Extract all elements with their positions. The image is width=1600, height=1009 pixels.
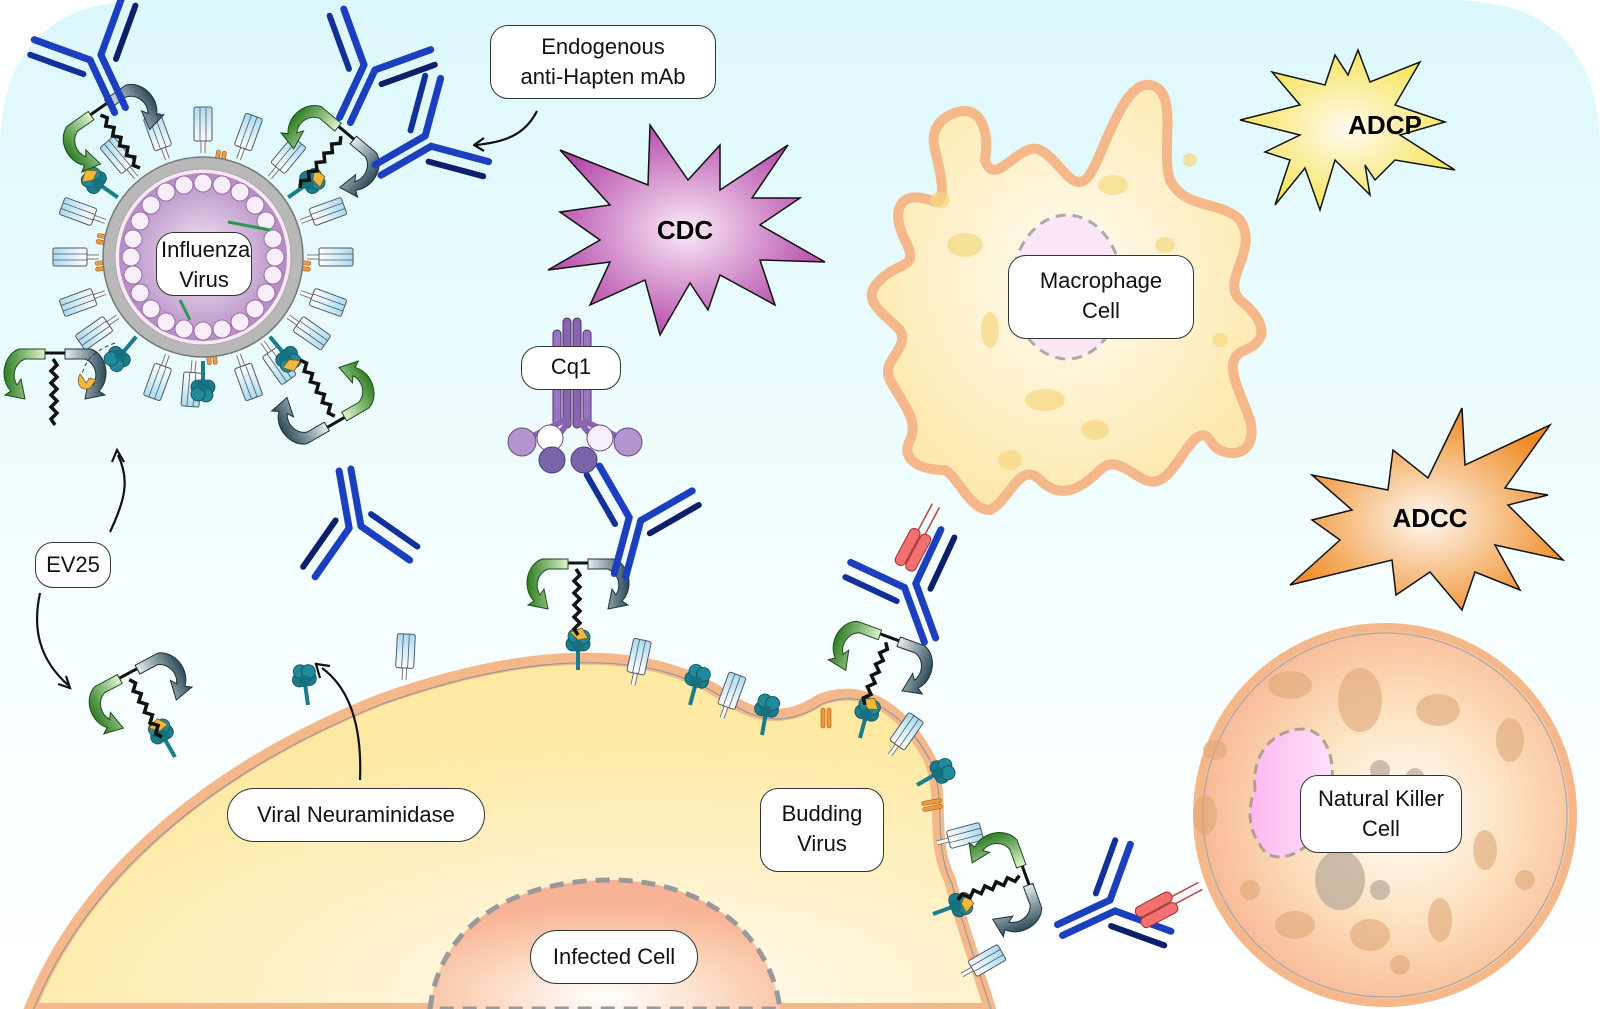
arrow-neuraminidase xyxy=(321,667,362,781)
label-cq1: Cq1 xyxy=(521,346,621,390)
adcc-label: ADCC xyxy=(1392,503,1468,533)
label-viral-neuraminidase: Viral Neuraminidase xyxy=(227,788,485,842)
nk-cell xyxy=(1193,623,1577,1007)
ev25-dashed-link xyxy=(81,342,116,376)
label-endogenous-mab: Endogenous anti-Hapten mAb xyxy=(490,25,716,99)
adcp-burst xyxy=(1239,47,1456,213)
arrow-ev25-down xyxy=(36,592,69,686)
cdc-burst xyxy=(547,122,826,337)
label-natural-killer: Natural Killer Cell xyxy=(1300,775,1462,853)
label-budding-virus: Budding Virus xyxy=(760,788,884,872)
cdc-label: CDC xyxy=(656,215,714,245)
arrows xyxy=(36,110,538,781)
arrow-mab xyxy=(475,110,538,147)
adcc-burst xyxy=(1289,407,1566,612)
label-macrophage: Macrophage Cell xyxy=(1008,255,1194,339)
virus-ribonucleoprotein xyxy=(121,173,285,341)
label-influenza-virus: Influenza Virus xyxy=(156,232,252,296)
arrow-ev25-up xyxy=(109,454,126,533)
label-ev25: EV25 xyxy=(35,542,111,588)
label-infected-cell: Infected Cell xyxy=(530,930,698,984)
free-hapten xyxy=(77,373,97,390)
adcp-label: ADCP xyxy=(1348,110,1422,140)
